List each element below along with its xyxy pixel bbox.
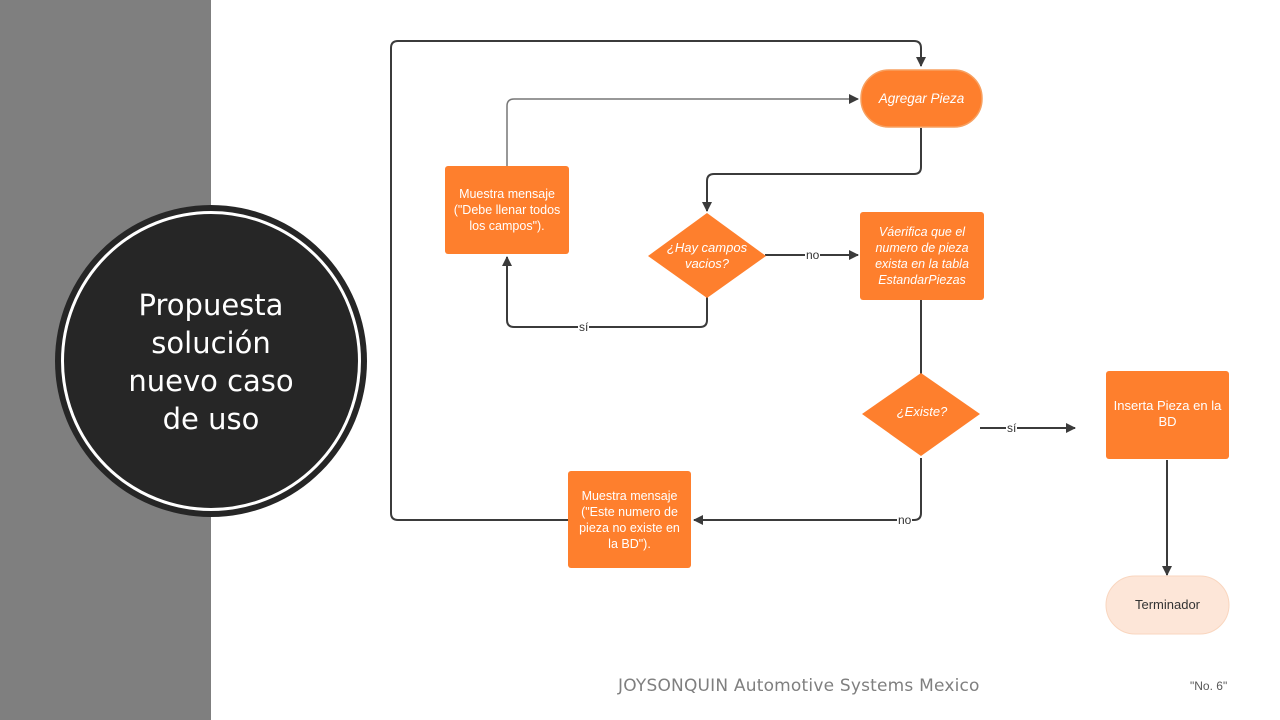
existe-decision (862, 373, 980, 456)
connector-muestra1-to-agregar (506, 94, 859, 166)
verifica-label: Váerifica que el numero de pieza exista … (875, 225, 969, 287)
hay-campos-label: ¿Hay campos vacios? (666, 240, 748, 271)
connector-agregar-to-hay (702, 128, 922, 212)
muestra-mensaje-campos-node (445, 166, 569, 254)
footer-company: JOYSONQUIN Automotive Systems Mexico (618, 676, 980, 696)
title-line-3: nuevo caso (128, 364, 294, 398)
slide-title: Propuesta solución nuevo caso de uso (64, 286, 358, 438)
page-number: "No. 6" (1190, 679, 1228, 693)
verifica-node (860, 212, 984, 300)
title-disc: Propuesta solución nuevo caso de uso (55, 205, 367, 517)
agregar-pieza-label: Agregar Pieza (878, 90, 965, 106)
title-line-1: Propuesta (138, 288, 284, 322)
edge-label-si-2: sí (1006, 421, 1018, 435)
hay-campos-decision (648, 213, 766, 298)
connector-loop-top (390, 40, 926, 521)
inserta-pieza-label: Inserta Pieza en la BD (1113, 398, 1222, 429)
title-line-4: de uso (162, 402, 260, 436)
muestra-mensaje-no-existe-label: Muestra mensaje ("Este numero de pieza n… (579, 489, 680, 551)
muestra-mensaje-campos-label: Muestra mensaje ("Debe llenar todos los … (453, 187, 561, 233)
terminador-node (1105, 575, 1230, 635)
agregar-pieza-node (860, 69, 983, 128)
edge-label-no-2: no (897, 513, 913, 527)
inserta-pieza-node (1106, 371, 1229, 459)
edge-label-si-1: sí (578, 320, 590, 334)
title-disc-ring: Propuesta solución nuevo caso de uso (61, 211, 361, 511)
edge-label-no-1: no (805, 248, 821, 262)
title-line-2: solución (151, 326, 271, 360)
connector-hay-si (502, 256, 708, 328)
existe-label: ¿Existe? (896, 404, 948, 419)
connector-existe-no (693, 458, 922, 525)
terminador-label: Terminador (1134, 597, 1201, 612)
muestra-mensaje-no-existe-node (568, 471, 691, 568)
